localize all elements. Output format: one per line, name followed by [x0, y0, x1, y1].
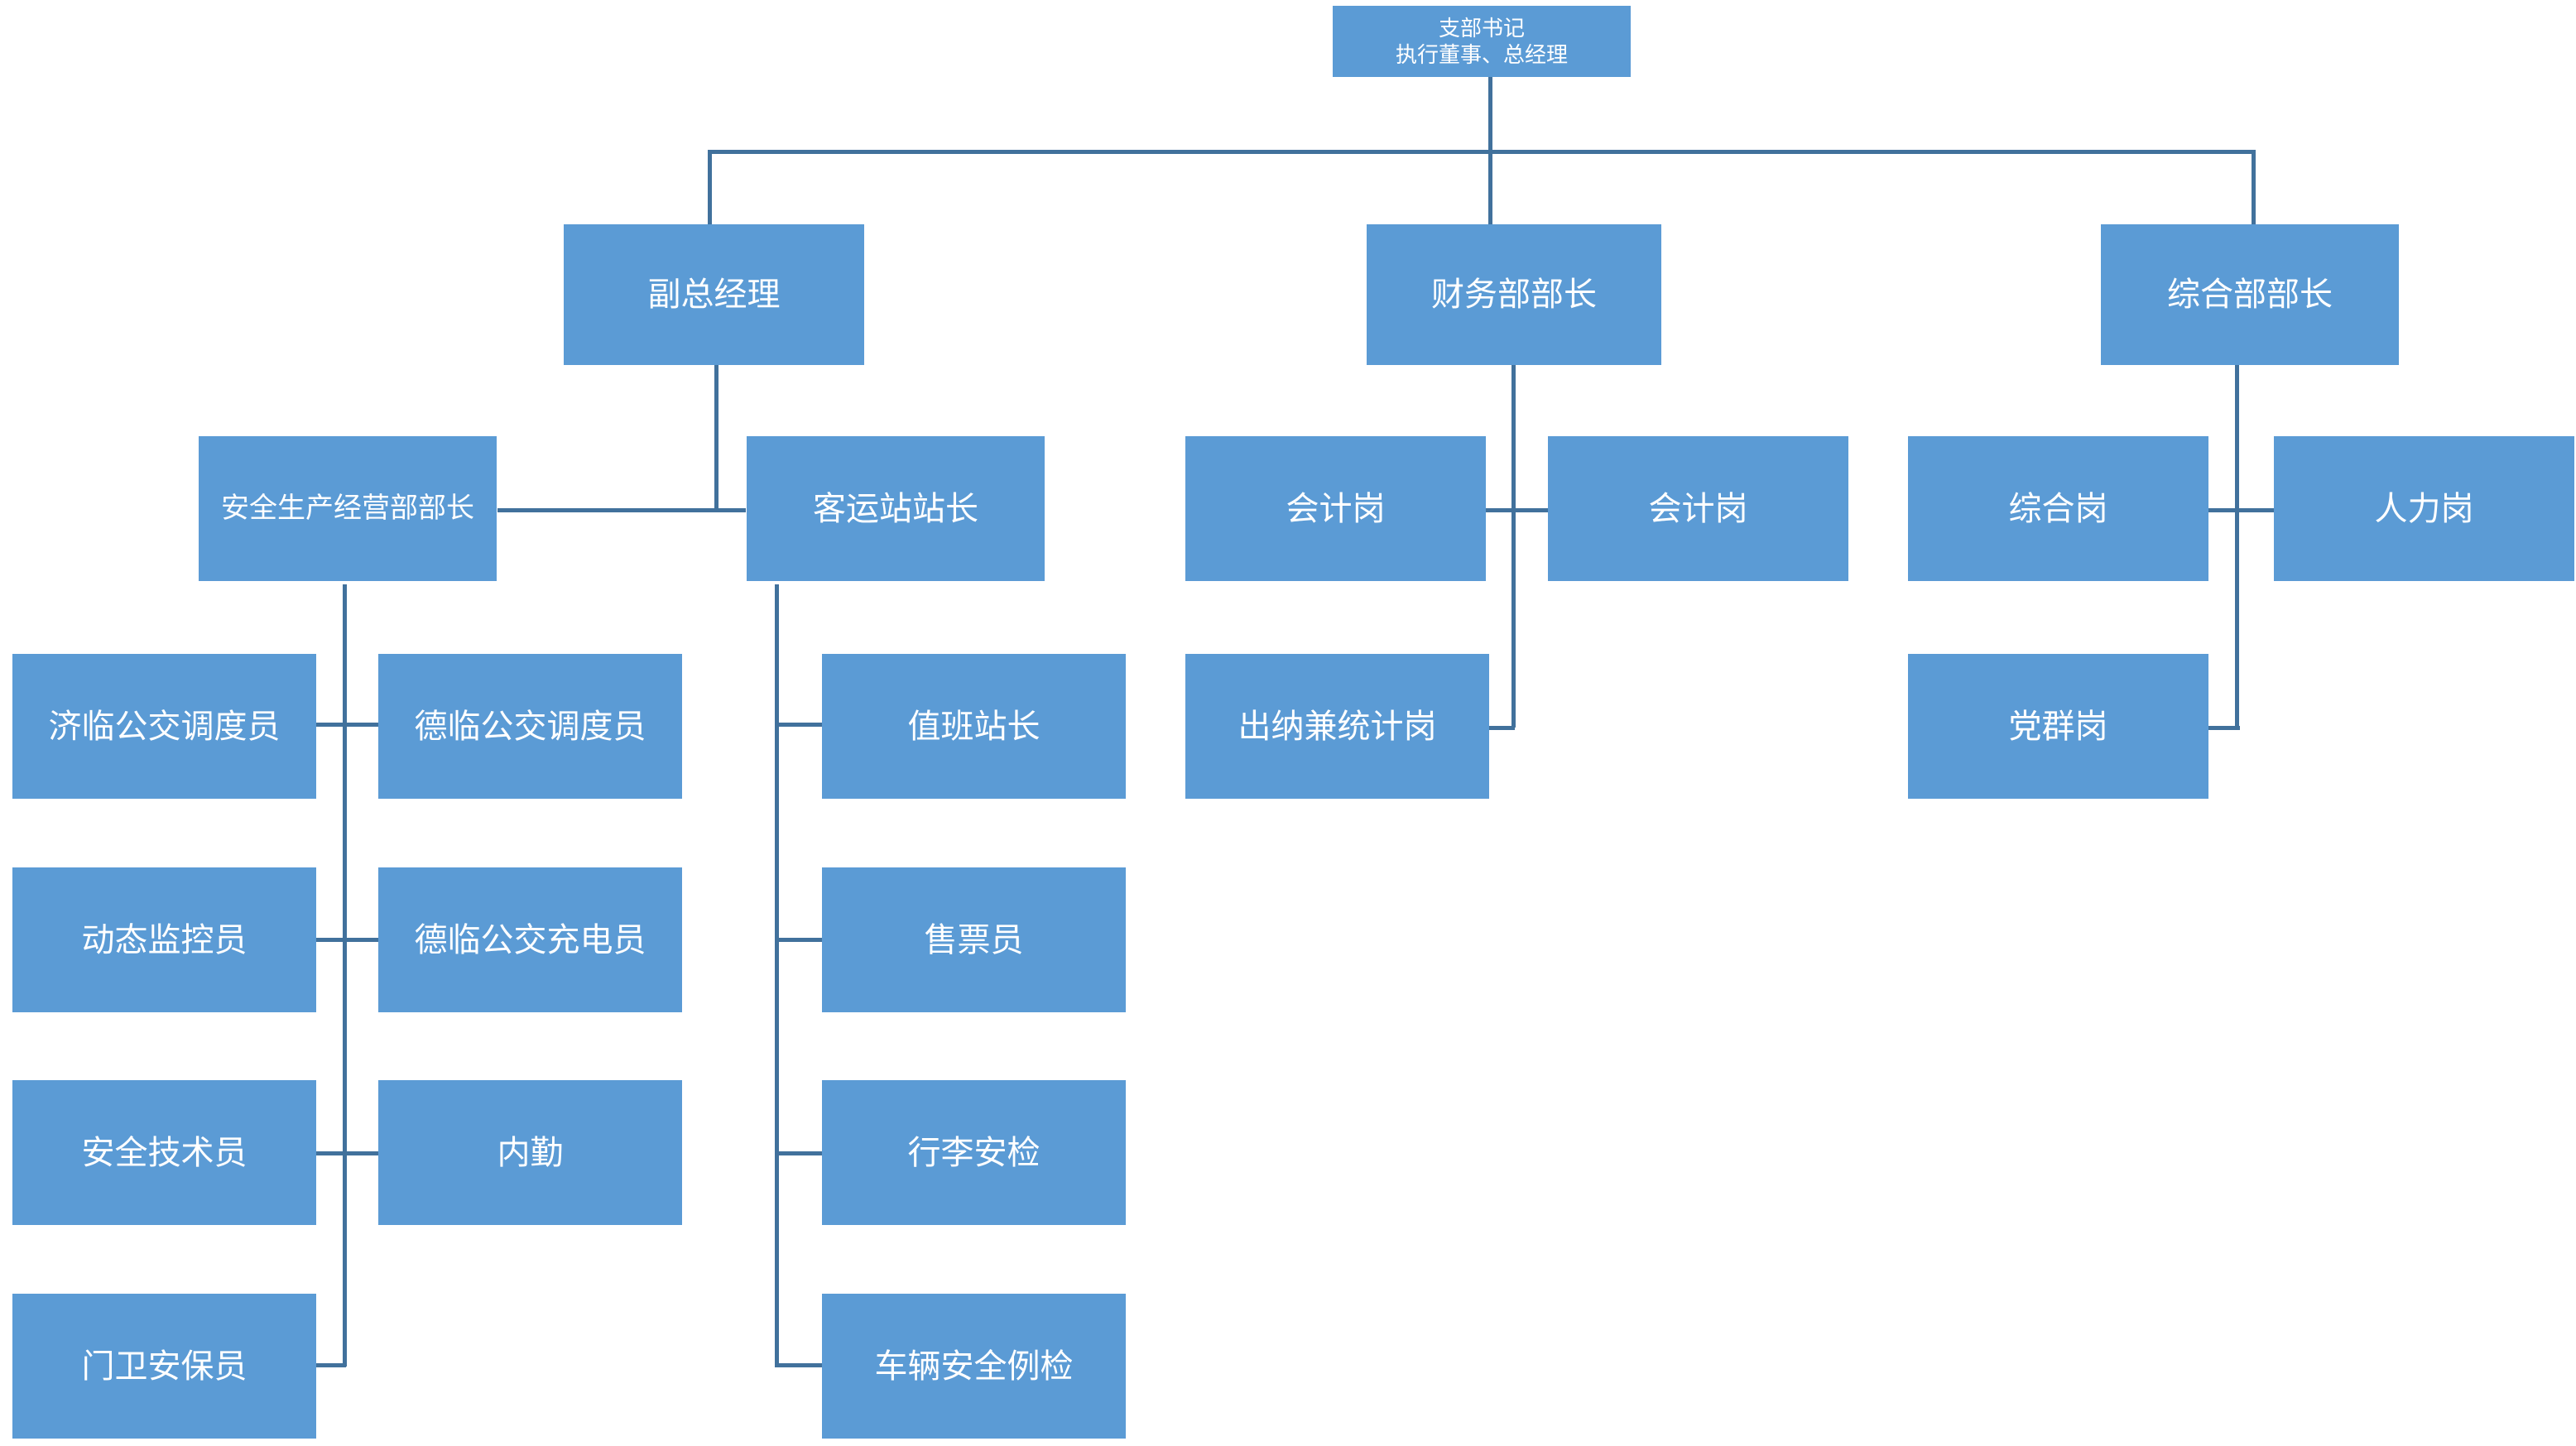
connector-finance-accountants — [1486, 508, 1548, 512]
connector-deputy-gm-stem — [714, 365, 718, 510]
node-safety-technician-label: 安全技术员 — [81, 1134, 248, 1171]
node-deputy-gm[interactable]: 副总经理 — [564, 224, 864, 365]
connector-safety-row2 — [316, 938, 378, 942]
node-accountant-1[interactable]: 会计岗 — [1185, 436, 1486, 581]
node-root-label: 支部书记 执行董事、总经理 — [1395, 15, 1568, 68]
node-delin-charger-label: 德临公交充电员 — [414, 921, 646, 958]
node-dynamic-monitor-label: 动态监控员 — [81, 921, 248, 958]
node-office-clerk[interactable]: 内勤 — [378, 1080, 682, 1225]
connector-deputy-gm-bus — [497, 508, 746, 512]
node-delin-dispatcher[interactable]: 德临公交调度员 — [378, 654, 682, 799]
connector-level2-bus — [708, 150, 2256, 154]
node-station-head-label: 客运站站长 — [813, 490, 978, 527]
connector-finance-cashier — [1475, 726, 1515, 730]
connector-general-posts — [2208, 508, 2274, 512]
node-root[interactable]: 支部书记 执行董事、总经理 — [1333, 6, 1631, 77]
connector-safety-row1 — [316, 723, 378, 727]
node-general-post-label: 综合岗 — [2008, 490, 2108, 527]
node-jilin-dispatcher-label: 济临公交调度员 — [48, 708, 281, 745]
connector-general-stem — [2235, 365, 2239, 728]
node-duty-station-master[interactable]: 值班站长 — [822, 654, 1126, 799]
connector-root-stem — [1488, 77, 1492, 151]
connector-station-row3 — [775, 1151, 822, 1155]
node-delin-charger[interactable]: 德临公交充电员 — [378, 867, 682, 1012]
connector-safety-stem — [343, 584, 347, 1367]
node-gate-guard-label: 门卫安保员 — [81, 1348, 248, 1385]
node-party-post-label: 党群岗 — [2008, 708, 2108, 745]
connector-station-row2 — [775, 938, 822, 942]
node-cashier-stats-label: 出纳兼统计岗 — [1238, 708, 1437, 745]
node-baggage-security-label: 行李安检 — [907, 1134, 1040, 1171]
node-station-head[interactable]: 客运站站长 — [747, 436, 1045, 581]
node-vehicle-inspection[interactable]: 车辆安全例检 — [822, 1294, 1126, 1439]
node-general-head[interactable]: 综合部部长 — [2101, 224, 2399, 365]
connector-to-finance-head — [1488, 150, 1492, 224]
connector-station-row4 — [775, 1363, 822, 1367]
node-vehicle-inspection-label: 车辆安全例检 — [874, 1348, 1074, 1385]
node-safety-head[interactable]: 安全生产经营部部长 — [199, 436, 497, 581]
node-hr-post-label: 人力岗 — [2374, 490, 2474, 527]
connector-finance-stem — [1511, 365, 1516, 728]
node-accountant-1-label: 会计岗 — [1286, 490, 1386, 527]
node-office-clerk-label: 内勤 — [497, 1134, 564, 1171]
node-general-post[interactable]: 综合岗 — [1908, 436, 2208, 581]
connector-safety-row3 — [316, 1151, 378, 1155]
node-finance-head-label: 财务部部长 — [1431, 276, 1597, 313]
node-finance-head[interactable]: 财务部部长 — [1367, 224, 1661, 365]
connector-safety-row4 — [316, 1363, 346, 1367]
node-duty-station-master-label: 值班站长 — [907, 708, 1040, 745]
node-accountant-2[interactable]: 会计岗 — [1548, 436, 1848, 581]
node-gate-guard[interactable]: 门卫安保员 — [12, 1294, 316, 1439]
node-party-post[interactable]: 党群岗 — [1908, 654, 2208, 799]
node-accountant-2-label: 会计岗 — [1648, 490, 1748, 527]
connector-station-row1 — [775, 723, 822, 727]
node-safety-technician[interactable]: 安全技术员 — [12, 1080, 316, 1225]
node-hr-post[interactable]: 人力岗 — [2274, 436, 2574, 581]
node-baggage-security[interactable]: 行李安检 — [822, 1080, 1126, 1225]
node-ticket-seller[interactable]: 售票员 — [822, 867, 1126, 1012]
node-ticket-seller-label: 售票员 — [924, 921, 1024, 958]
node-deputy-gm-label: 副总经理 — [647, 276, 781, 313]
connector-to-general-head — [2252, 150, 2256, 224]
node-dynamic-monitor[interactable]: 动态监控员 — [12, 867, 316, 1012]
connector-general-party — [2207, 726, 2240, 730]
node-jilin-dispatcher[interactable]: 济临公交调度员 — [12, 654, 316, 799]
node-general-head-label: 综合部部长 — [2167, 276, 2333, 313]
node-delin-dispatcher-label: 德临公交调度员 — [414, 708, 646, 745]
node-safety-head-label: 安全生产经营部部长 — [221, 492, 474, 525]
connector-to-deputy-gm — [708, 150, 712, 224]
node-cashier-stats[interactable]: 出纳兼统计岗 — [1185, 654, 1489, 799]
connector-station-stem — [775, 584, 779, 1367]
